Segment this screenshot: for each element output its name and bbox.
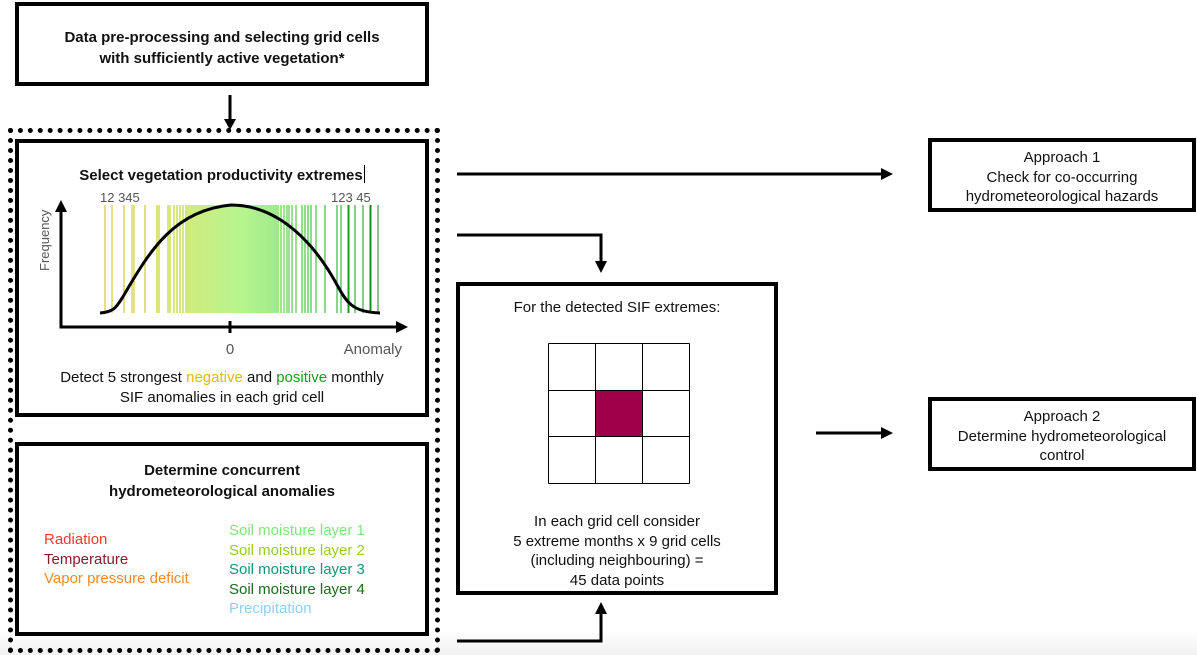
select-extremes-title: Select vegetation productivity extremes — [79, 165, 365, 184]
sif-box-description: In each grid cell consider 5 extreme mon… — [513, 513, 721, 589]
atmospheric-variables-list: Radiation Temperature Vapor pressure def… — [44, 530, 189, 589]
preprocessing-box: Data pre-processing and selecting grid c… — [15, 2, 429, 86]
approach2-box: Approach 2 Determine hydrometeorological… — [928, 397, 1196, 471]
arrowhead-approach1 — [881, 168, 893, 180]
anomaly-bars — [104, 205, 379, 313]
variable-temperature: Temperature — [44, 550, 129, 568]
variable-radiation: Radiation — [44, 531, 108, 548]
variable-soil-moisture-3: Soil moisture layer 3 — [229, 561, 365, 578]
approach1-box: Approach 1 Check for co-occurring hydrom… — [928, 138, 1196, 212]
variable-soil-moisture-4: Soil moisture layer 4 — [229, 580, 365, 598]
y-axis-arrowhead — [55, 200, 67, 212]
variable-precipitation: Precipitation — [229, 600, 312, 617]
dotted-group-border — [8, 128, 440, 653]
text-cursor — [363, 165, 365, 183]
sif-box-title: For the detected SIF extremes: — [513, 299, 721, 316]
select-extremes-caption: Detect 5 strongest negative and positive… — [60, 369, 384, 406]
approach1-title: Approach 1 — [1023, 149, 1101, 166]
concurrent-title: Determine concurrent hydrometeorological… — [109, 462, 335, 500]
preprocessing-line2: with sufficiently active vegetation* — [99, 50, 345, 67]
neighbour-grid — [548, 343, 690, 484]
grid-svg — [548, 343, 690, 484]
negative-ranks-label: 12 345 — [100, 190, 140, 205]
concurrent-anomalies-box: Determine concurrent hydrometeorological… — [15, 442, 429, 636]
positive-word: positive — [276, 369, 328, 386]
frequency-curve — [99, 203, 381, 315]
arrowhead-sif-box-bottom — [595, 602, 607, 614]
variable-vpd: Vapor pressure deficit — [44, 570, 189, 587]
y-axis-label: Frequency — [37, 209, 52, 271]
sif-extremes-box: For the detected SIF extremes: In each g… — [456, 282, 778, 595]
x-axis-arrowhead — [396, 321, 408, 333]
negative-word: negative — [186, 369, 243, 386]
variable-soil-moisture-1: Soil moisture layer 1 — [229, 522, 365, 539]
select-extremes-box: Select vegetation productivity extremes … — [15, 139, 429, 417]
to-sif-box-line — [457, 233, 603, 262]
arrowhead-down-group — [224, 119, 236, 130]
preprocessing-line1: Data pre-processing and selecting grid c… — [64, 29, 380, 46]
soil-variables-list: Soil moisture layer 1 Soil moisture laye… — [229, 521, 365, 619]
arrowhead-approach2 — [881, 427, 893, 439]
connectors — [228, 95, 884, 643]
zero-label: 0 — [226, 341, 234, 358]
variable-soil-moisture-2: Soil moisture layer 2 — [229, 541, 365, 559]
approach2-title: Approach 2 — [1023, 408, 1101, 425]
arrowhead-sif-box-top — [595, 261, 607, 273]
center-grid-cell — [595, 390, 642, 437]
anomaly-label: Anomaly — [344, 341, 403, 358]
positive-ranks-label: 123 45 — [331, 190, 371, 205]
from-concurrent-line — [457, 614, 603, 643]
